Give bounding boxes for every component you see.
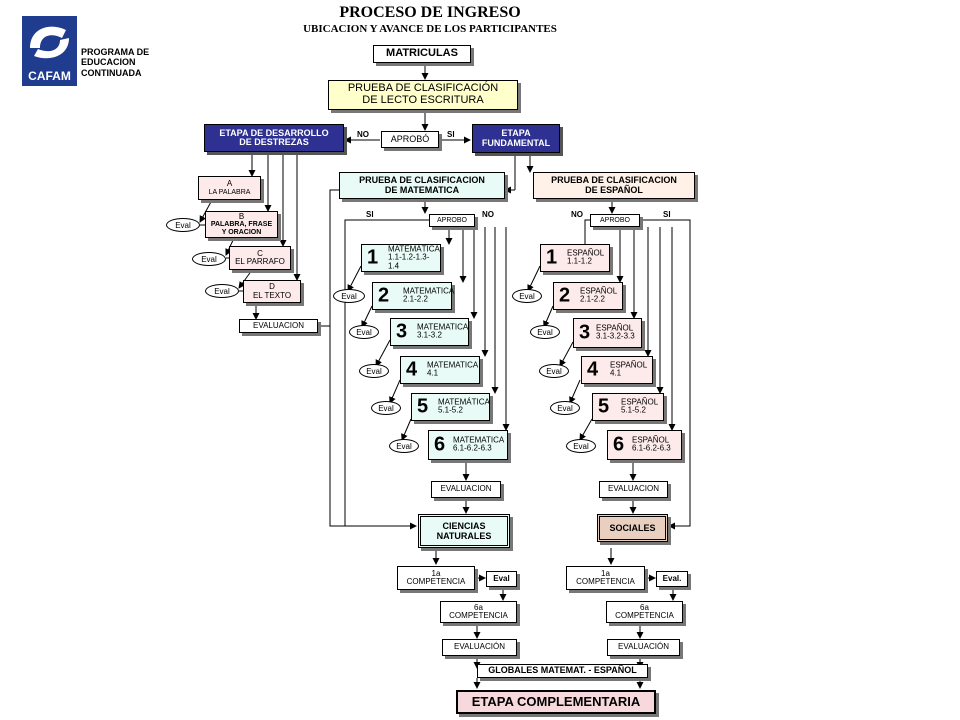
matematica-eval-3: Eval <box>349 325 379 339</box>
destrezas-eval-c: Eval <box>192 252 226 266</box>
program-label: PROGRAMA DE EDUCACION CONTINUADA <box>81 47 150 78</box>
logo-wave-icon <box>30 26 69 59</box>
espanol-eval-2: Eval <box>512 289 542 303</box>
matematica-eval-4: Eval <box>359 364 389 378</box>
ciencias-competencia-1: 1a COMPETENCIA <box>397 566 475 590</box>
espanol-eval-4: Eval <box>539 364 569 378</box>
page-subtitle: UBICACION Y AVANCE DE LOS PARTICIPANTES <box>303 23 557 35</box>
matriculas-box: MATRICULAS <box>373 45 471 63</box>
prueba-lecto-escritura-box: PRUEBA DE CLASIFICACIÓN DE LECTO ESCRITU… <box>328 80 518 110</box>
matematica-eval-5: Eval <box>371 401 401 415</box>
espanol-eval-6: Eval <box>566 439 596 453</box>
no-label-esp: NO <box>571 210 583 219</box>
ciencias-competencia-6: 6a COMPETENCIA <box>440 601 517 623</box>
si-label-esp: SI <box>663 210 671 219</box>
espanol-evaluacion-box: EVALUACION <box>599 481 668 498</box>
no-label-main: NO <box>357 130 369 139</box>
sociales-competencia-1: 1a COMPETENCIA <box>566 566 645 590</box>
sociales-box: SOCIALES <box>597 514 668 542</box>
aprobo-espanol-box: APROBO <box>590 214 640 227</box>
ciencias-naturales-box: CIENCIAS NATURALES <box>418 514 510 548</box>
logo-text: CAFAM <box>28 69 71 83</box>
globales-box: GLOBALES MATEMAT. - ESPAÑOL <box>477 664 648 678</box>
destrezas-eval-d: Eval <box>205 284 239 298</box>
matematica-eval-2: Eval <box>333 289 365 303</box>
destrezas-step-b: B PALABRA, FRASE Y ORACION <box>205 211 278 238</box>
destrezas-step-c: C EL PARRAFO <box>229 246 291 270</box>
ciencias-eval-box: Eval <box>486 571 517 587</box>
sociales-competencia-6: 6a COMPETENCIA <box>606 601 683 623</box>
si-label-mat: SI <box>366 210 374 219</box>
cafam-logo: CAFAM <box>22 16 77 86</box>
destrezas-step-d: D EL TEXTO <box>243 280 301 303</box>
page-title: PROCESO DE INGRESO <box>339 4 521 21</box>
sociales-evaluacion-box: EVALUACIÓN <box>607 639 680 656</box>
etapa-fundamental-box: ETAPA FUNDAMENTAL <box>472 124 560 153</box>
aprobo-main-box: APROBÓ <box>381 131 439 148</box>
prueba-espanol-box: PRUEBA DE CLASIFICACION DE ESPAÑOL <box>533 172 695 199</box>
etapa-complementaria-box: ETAPA COMPLEMENTARIA <box>456 690 656 714</box>
matematica-evaluacion-box: EVALUACION <box>431 481 501 498</box>
etapa-destrezas-box: ETAPA DE DESARROLLO DE DESTREZAS <box>204 124 344 152</box>
destrezas-evaluacion-box: EVALUACION <box>239 319 318 333</box>
destrezas-eval-b: Eval <box>166 218 200 232</box>
ciencias-evaluacion-box: EVALUACIÓN <box>442 639 517 656</box>
espanol-eval-5: Eval <box>550 401 580 415</box>
si-label-main: SI <box>447 130 455 139</box>
aprobo-matematica-box: APROBO <box>429 214 475 227</box>
no-label-mat: NO <box>482 210 494 219</box>
matematica-eval-6: Eval <box>389 439 419 453</box>
destrezas-step-a: A LA PALABRA <box>198 176 261 200</box>
prueba-matematica-box: PRUEBA DE CLASIFICACION DE MATEMATICA <box>339 172 505 199</box>
espanol-eval-3: Eval <box>530 325 560 339</box>
sociales-eval-box: Eval. <box>656 571 688 587</box>
